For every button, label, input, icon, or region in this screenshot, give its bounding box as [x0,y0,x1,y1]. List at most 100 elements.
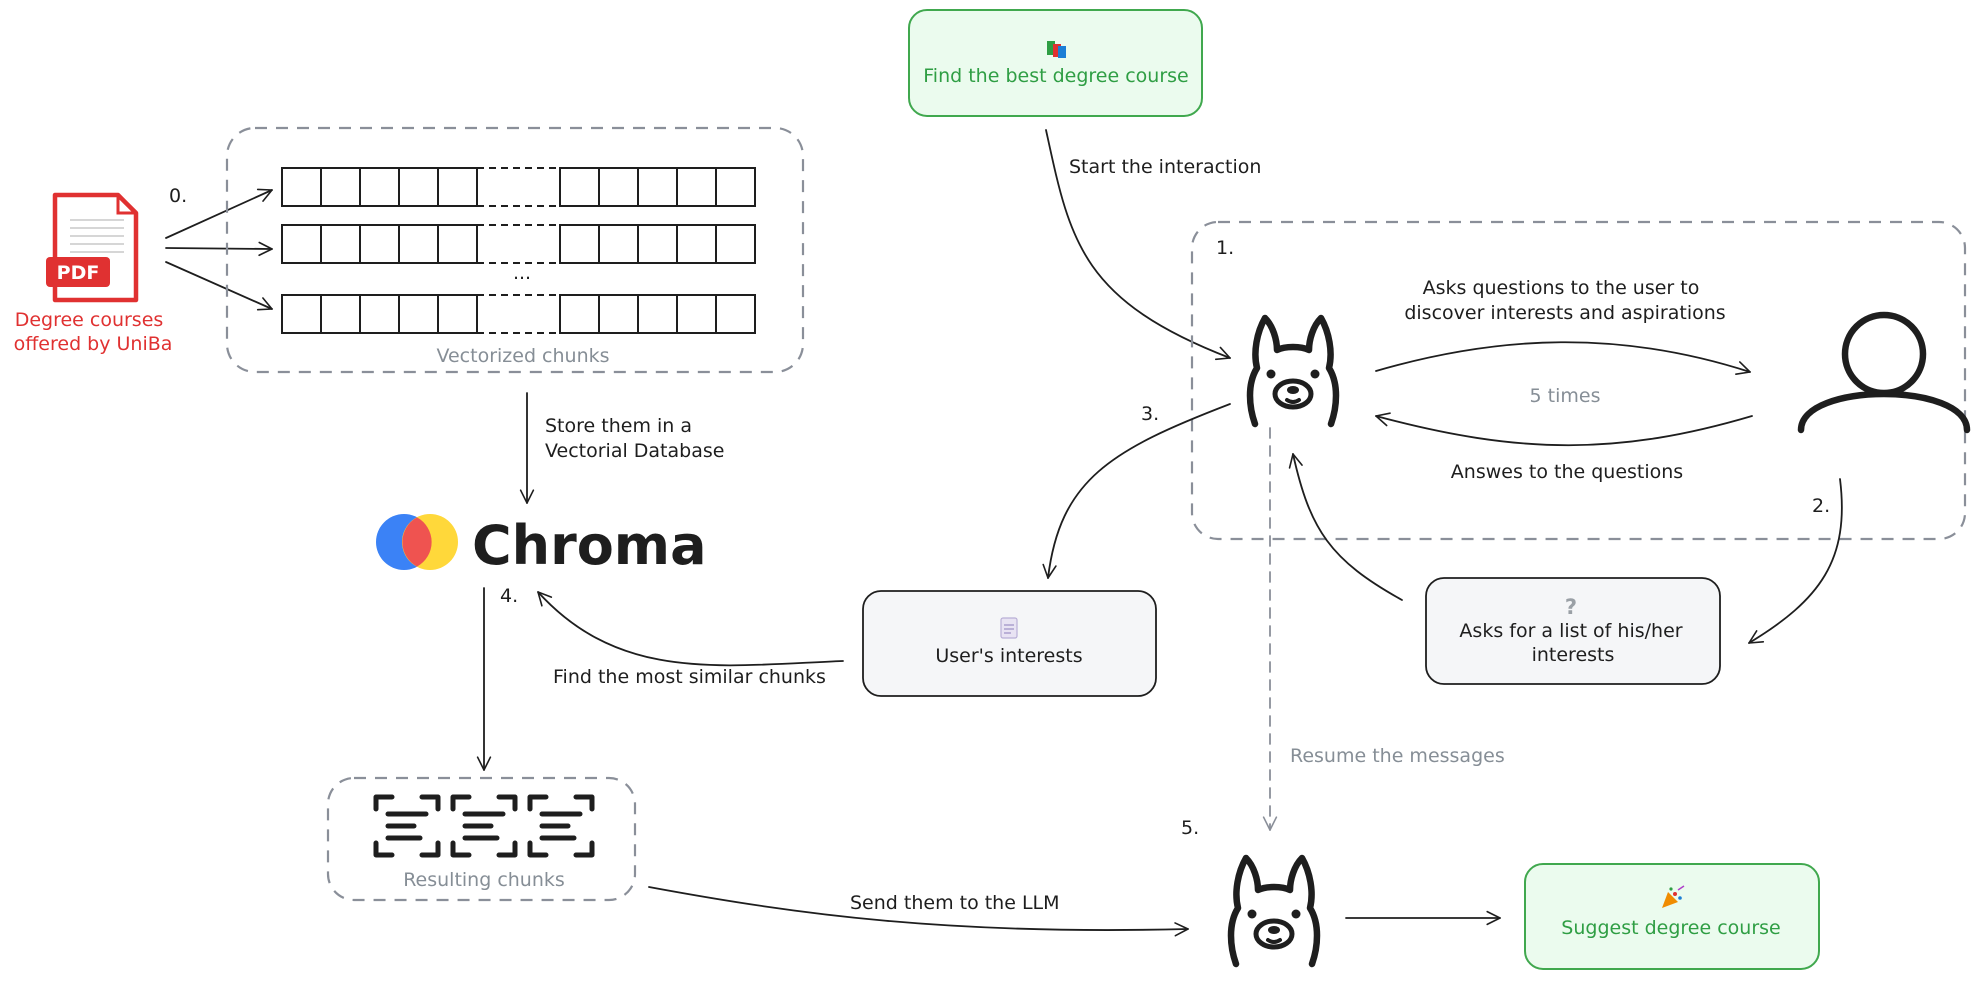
vector-cell [437,167,478,207]
question-mark-icon: ? [1565,595,1577,619]
vector-rows [281,167,756,334]
vector-row [281,224,756,264]
vectorized-chunks-frame [225,126,805,374]
arrow-asks-questions [1375,341,1751,375]
arrow-pdf-to-row1 [165,188,273,239]
vector-row [281,167,756,207]
store-label-line1: Store them in a [545,415,692,437]
user-interests-label: User's interests [935,645,1082,667]
vector-cell [637,167,678,207]
find-similar-label: Find the most similar chunks [553,666,826,688]
vector-cell [598,294,639,334]
pdf-caption-line2: offered by UniBa [14,333,173,355]
step-2-label: 2. [1812,495,1830,517]
ask-list-node: ? Asks for a list of his/her interests [1425,577,1721,685]
vector-cell [559,167,600,207]
ask-list-line2: interests [1532,644,1615,666]
ollama-llama-icon-final [1227,854,1321,968]
step-1-label: 1. [1216,237,1234,259]
vectorized-chunks-group: ... Vectorized chunks [225,126,805,374]
answers-label: Answes to the questions [1451,461,1683,483]
arrow-answers [1375,412,1753,447]
user-interests-node: User's interests [862,590,1157,697]
resulting-chunks-frame [326,776,637,902]
vector-cell [398,224,439,264]
pdf-icon-label: PDF [57,262,100,284]
ask-list-box [1425,577,1721,685]
chroma-logo-icon [376,514,458,570]
vector-cell [281,224,322,264]
ollama-llama-icon [1246,314,1340,428]
chunk-icon [527,794,595,858]
chunk-icon [373,794,441,858]
vector-cell [398,167,439,207]
vector-ellipsis: ... [513,262,531,284]
store-label-line2: Vectorial Database [545,440,724,462]
vector-cell [715,224,756,264]
arrow-start-interaction [1045,129,1231,361]
vector-cell [398,294,439,334]
arrow-pdf-to-row3 [165,261,273,311]
vector-cell [437,224,478,264]
vector-cell [281,294,322,334]
vector-cell [715,294,756,334]
vector-cell [715,167,756,207]
pdf-source-node: PDF Degree courses offered by UniBa [14,192,173,355]
chunk-icons [373,794,595,858]
vector-cell [676,224,717,264]
vector-cell [359,167,400,207]
arrow-user-to-ask-list [1748,478,1843,644]
arrow-pdf-to-row2 [165,241,273,257]
vector-cell [676,294,717,334]
pdf-caption-line1: Degree courses [15,309,164,331]
vectorized-chunks-caption: Vectorized chunks [436,345,609,367]
find-best-course-box [908,9,1203,117]
five-times-label: 5 times [1530,385,1601,407]
vector-cell [598,224,639,264]
document-icon [1000,617,1018,639]
chroma-node: Chroma [376,514,707,577]
vector-cell [281,167,322,207]
suggest-course-label: Suggest degree course [1561,917,1780,939]
resume-messages-label: Resume the messages [1290,745,1505,767]
send-llm-label: Send them to the LLM [850,892,1060,914]
resulting-chunks-group: Resulting chunks [326,776,637,902]
vector-cell [559,224,600,264]
vector-cell [598,167,639,207]
resulting-chunks-caption: Resulting chunks [403,869,565,891]
find-best-course-node: Find the best degree course [908,9,1203,117]
arrow-interests-to-chroma [537,591,844,667]
vector-cell [320,294,361,334]
vector-cell [637,294,678,334]
step-3-label: 3. [1141,403,1159,425]
suggest-course-node: Suggest degree course [1524,863,1820,970]
pdf-file-icon: PDF [46,192,139,303]
chroma-label: Chroma [472,514,707,577]
step-5-label: 5. [1181,817,1199,839]
vector-row [281,294,756,334]
vector-cell [320,167,361,207]
step-1-frame [1190,220,1967,541]
ask-list-line1: Asks for a list of his/her [1459,620,1682,642]
asks-label-line2: discover interests and aspirations [1404,302,1725,324]
books-icon [1047,41,1066,58]
vector-cell [359,294,400,334]
arrow-ask-list-to-llama [1288,453,1403,601]
vector-cell [559,294,600,334]
party-popper-icon [1662,885,1685,908]
vector-cell [637,224,678,264]
step-4-label: 4. [500,585,518,607]
user-icon [1797,311,1971,434]
vector-cell [320,224,361,264]
user-interests-box [862,590,1157,697]
vector-cell [437,294,478,334]
vector-cell [676,167,717,207]
arrow-llama-to-interests [1042,403,1231,579]
arrow-send-to-llm [648,886,1189,937]
suggest-course-box [1524,863,1820,970]
start-interaction-label: Start the interaction [1069,156,1261,178]
find-best-course-label: Find the best degree course [923,65,1188,87]
chunk-icon [450,794,518,858]
